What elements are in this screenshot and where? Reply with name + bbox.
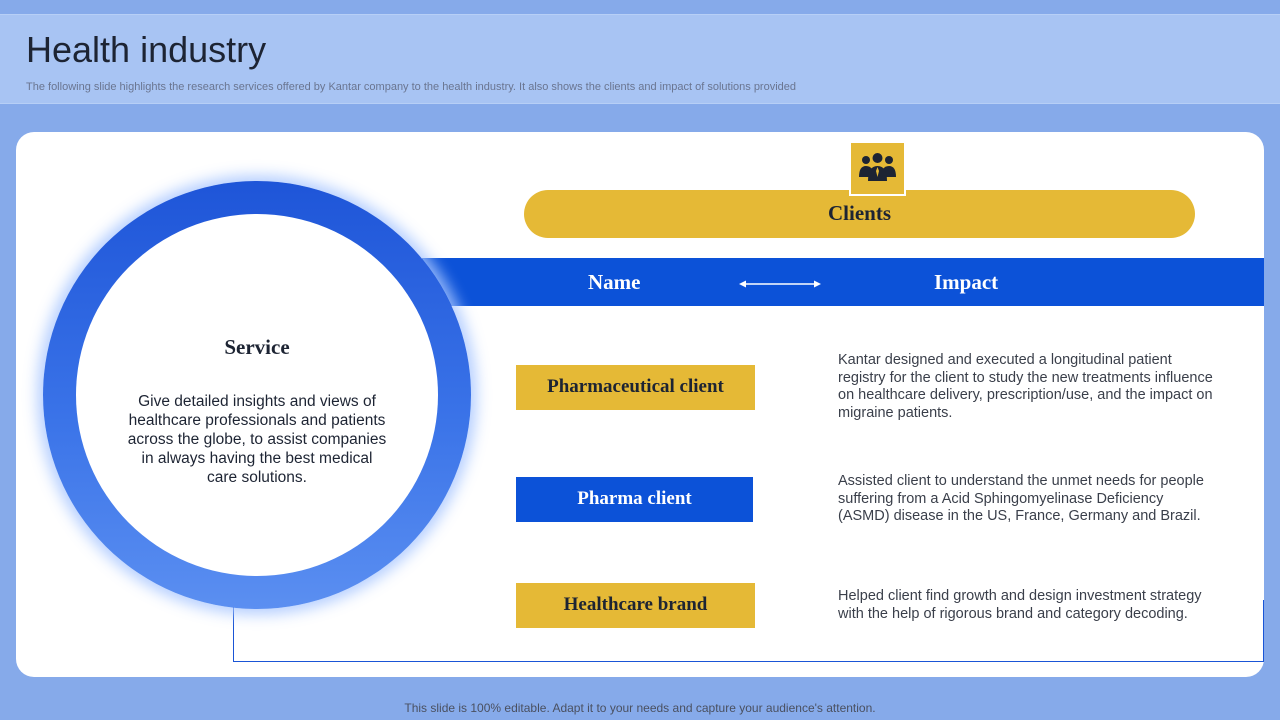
- page-title: Health industry: [26, 29, 267, 70]
- client-name-healthcare-brand: Healthcare brand: [516, 583, 755, 628]
- people-group-icon: [859, 153, 896, 181]
- client-name-pharma: Pharma client: [516, 477, 753, 522]
- page-subtitle: The following slide highlights the resea…: [26, 81, 797, 93]
- footer-note: This slide is 100% editable. Adapt it to…: [404, 701, 876, 715]
- client-name-pharmaceutical: Pharmaceutical client: [516, 365, 755, 410]
- column-header-band: Name Impact: [422, 258, 1264, 306]
- client-impact-pharmaceutical: Kantar designed and executed a longitudi…: [838, 352, 1213, 421]
- clients-icon-box: [849, 141, 906, 196]
- column-header-impact: Impact: [934, 270, 999, 294]
- client-impact-pharma: Assisted client to understand the unmet …: [838, 473, 1204, 524]
- connector-frame: [233, 600, 1264, 662]
- service-title: Service: [224, 335, 290, 359]
- clients-banner: Clients: [524, 190, 1195, 238]
- service-description: Give detailed insights and views of heal…: [127, 393, 387, 486]
- slide-header: Health industry The following slide high…: [0, 14, 1280, 104]
- service-ring: Service Give detailed insights and views…: [43, 181, 471, 609]
- column-header-name: Name: [588, 270, 641, 294]
- double-arrow-icon: [739, 280, 821, 288]
- service-circle: Service Give detailed insights and views…: [76, 214, 438, 576]
- client-impact-healthcare-brand: Helped client find growth and design inv…: [838, 588, 1202, 622]
